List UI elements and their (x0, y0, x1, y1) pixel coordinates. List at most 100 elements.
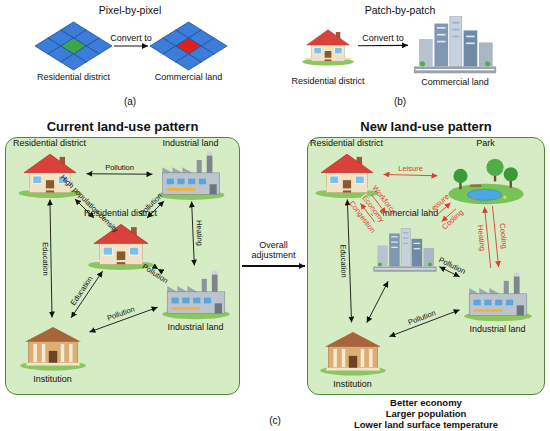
panel-heading: New land-use pattern (308, 119, 544, 134)
node-label: Commercial land (421, 77, 489, 87)
pattern-panel: Current land-use patternResidential dist… (5, 137, 240, 395)
relation-label: Education (69, 275, 94, 307)
relation-label: High population density (58, 174, 119, 235)
relation-label: Education (339, 244, 348, 278)
park-icon (440, 150, 532, 205)
land-use-node: Residential district (35, 22, 112, 70)
institution-icon (318, 325, 388, 377)
city-icon (410, 15, 500, 75)
house-icon (85, 220, 157, 270)
relation-label: Workforce (371, 184, 398, 216)
relation-label: Economy (360, 193, 387, 224)
node-label: Industrial land (162, 138, 218, 148)
land-use-node: Industrial land (160, 268, 232, 320)
relation-arrow (372, 195, 386, 214)
factory-icon (155, 150, 227, 200)
land-use-node: Residential district (312, 150, 382, 198)
relation-label: Pollution (407, 309, 437, 327)
node-label: Residential district (310, 138, 383, 148)
land-use-node: Industrial land (155, 150, 227, 200)
land-use-node: Institution (18, 320, 88, 372)
node-label: Institution (33, 374, 72, 384)
relation-arrow (367, 281, 388, 322)
city-icon (372, 220, 438, 280)
figure-label: (a) (124, 96, 136, 107)
figure-label: (c) (269, 415, 281, 426)
node-label: Residential district (291, 76, 364, 86)
node-label: Residential district (84, 208, 157, 218)
relation-label: Leisure (427, 193, 451, 215)
relation-arrow (75, 199, 94, 218)
relation-label: Heating (194, 220, 203, 246)
node-label: Residential district (13, 138, 86, 148)
relation-arrow (358, 45, 408, 47)
pixel-grid (150, 22, 227, 70)
relation-arrow (89, 307, 157, 332)
panel-heading: Current land-use pattern (6, 119, 239, 134)
land-use-node: Park (440, 150, 532, 205)
relation-arrow (389, 310, 459, 337)
pixel-grid (35, 22, 112, 70)
relation-label: Heating (475, 225, 486, 252)
relation-arrow (485, 207, 491, 268)
figure-label: Better economy (390, 397, 462, 408)
relation-arrow (114, 45, 148, 46)
relation-label: Pollution (140, 263, 168, 285)
factory-icon (462, 270, 534, 322)
figure-label: Larger population (386, 408, 467, 419)
relation-arrow (192, 201, 195, 265)
relation-arrow (366, 199, 380, 218)
relation-label: Congestion (347, 199, 376, 234)
relation-arrow (242, 265, 305, 267)
land-use-node: Commercial land (410, 15, 500, 75)
relation-label: Leisure (398, 165, 423, 173)
land-use-node: Residential district (85, 220, 157, 270)
node-label: Park (476, 138, 495, 148)
figure-label: (b) (394, 96, 406, 107)
node-label: Industrial land (469, 324, 525, 334)
node-label: Commercial land (371, 208, 439, 218)
relation-label: Overall adjustment (244, 240, 304, 260)
relation-label: Convert to (110, 33, 152, 43)
land-use-node: Commercial land (150, 22, 227, 70)
relation-arrow (147, 201, 164, 218)
node-label: Institution (333, 379, 372, 389)
land-use-node: Residential district (300, 18, 356, 74)
house-icon (300, 18, 356, 74)
land-use-node: Institution (318, 325, 388, 377)
relation-label: Pollution (107, 305, 137, 322)
node-label: Residential district (37, 72, 110, 82)
relation-label: Cooling (497, 223, 508, 249)
land-use-node: Residential district (15, 150, 85, 198)
relation-label: Cooling (441, 209, 465, 232)
relation-arrow (50, 199, 52, 317)
relation-label: Pollution (138, 192, 164, 218)
relation-arrow (86, 173, 152, 174)
pattern-panel: New land-use patternResidential district… (307, 137, 545, 395)
house-icon (15, 150, 85, 198)
relation-arrow (436, 203, 450, 216)
house-icon (312, 150, 382, 198)
relation-label: Convert to (362, 33, 404, 43)
figure-label: Patch-by-patch (365, 4, 436, 16)
node-label: Industrial land (167, 322, 223, 332)
relation-arrow (360, 203, 374, 222)
figure-label: Pixel-by-pixel (99, 4, 161, 16)
relation-label: Pollution (105, 164, 134, 172)
institution-icon (18, 320, 88, 372)
land-use-node: Commercial land (372, 220, 438, 280)
node-label: Commercial land (155, 72, 223, 82)
land-use-node: Industrial land (462, 270, 534, 322)
figure-label: Lower land surface temperature (354, 419, 498, 430)
relation-arrow (157, 268, 158, 269)
relation-arrow (383, 174, 437, 175)
relation-arrow (442, 209, 456, 222)
factory-icon (160, 268, 232, 320)
relation-arrow (492, 206, 498, 267)
relation-label: Education (41, 242, 50, 275)
relation-arrow (71, 271, 102, 318)
relation-label: Pollution (437, 256, 466, 276)
